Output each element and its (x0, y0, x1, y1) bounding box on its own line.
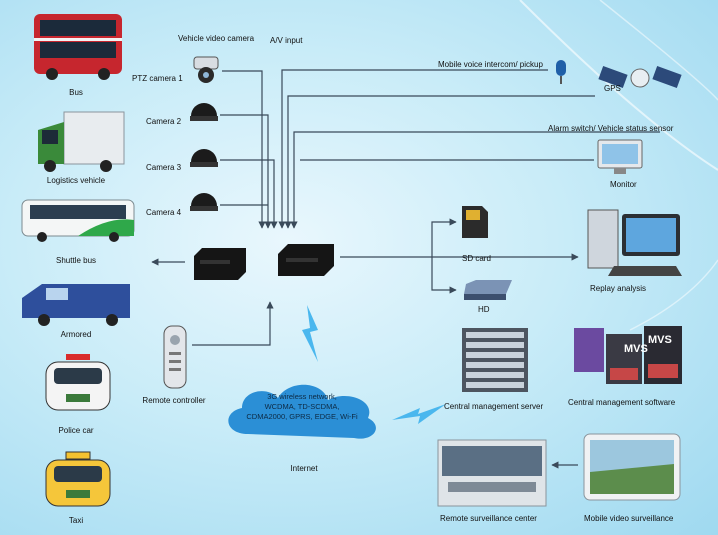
gps-label: GPS (604, 84, 621, 93)
hard-disk-icon (464, 280, 512, 300)
taxi-label: Taxi (68, 516, 84, 525)
dome-camera-4-icon (190, 193, 218, 211)
mobile-surveillance-label: Mobile video surveillance (584, 514, 674, 523)
monitor-label: Monitor (610, 180, 637, 189)
taxi-icon (45, 451, 111, 507)
vehicle-video-camera-label: Vehicle video camera (178, 34, 255, 43)
camera-3-label: Camera 3 (146, 163, 182, 172)
dome-camera-3-icon (190, 149, 218, 167)
sd-card-label: SD card (462, 254, 491, 263)
cloud-line-2: WCDMA, TD-SCDMA, (264, 402, 340, 411)
internet-label: Internet (290, 464, 318, 473)
police-label: Police car (58, 426, 94, 435)
software-boxes-icon (574, 326, 682, 384)
av-input-label: A/V input (270, 36, 303, 45)
police-car-icon (45, 354, 111, 411)
hd-label: HD (478, 305, 490, 314)
mvs-badge-front: MVS (648, 334, 672, 346)
remote-center-label: Remote surveillance center (440, 514, 537, 523)
armored-van-icon (22, 284, 130, 326)
camera-4-label: Camera 4 (146, 208, 182, 217)
workstation-icon (587, 209, 682, 276)
cloud-icon (228, 384, 376, 439)
cloud-line-3: CDMA2000, GPRS, EDGE, Wi-Fi (246, 412, 358, 421)
camera-2-label: Camera 2 (146, 117, 182, 126)
tablet-icon (583, 433, 681, 501)
armored-label: Armored (60, 330, 92, 339)
bus-label: Bus (69, 88, 83, 97)
replay-analysis-label: Replay analysis (590, 284, 647, 293)
logistics-label: Logistics vehicle (46, 176, 106, 185)
cloud-line-1: 3G wireless network, (267, 392, 337, 401)
shuttle-label: Shuttle bus (55, 256, 97, 265)
server-rack-icon (462, 328, 528, 392)
mvs-badge-back: MVS (624, 343, 648, 355)
remote-controller-icon (163, 325, 187, 389)
alarm-switch-label: Alarm switch/ Vehicle status sensor (548, 124, 674, 133)
ptz-camera-label: PTZ camera 1 (132, 74, 183, 83)
microphone-icon (556, 60, 566, 84)
cloud-network-text: 3G wireless network, WCDMA, TD-SCDMA, CD… (232, 392, 372, 422)
dome-camera-2-icon (190, 103, 218, 121)
mobile-dvr-left-icon (194, 248, 246, 280)
ptz-camera-icon (193, 56, 219, 83)
monitor-icon (597, 139, 643, 174)
gps-satellite-icon (598, 65, 682, 89)
voice-intercom-label: Mobile voice intercom/ pickup (438, 60, 543, 69)
shuttle-bus-icon (21, 199, 135, 242)
bus-icon (34, 14, 122, 80)
central-software-label: Central management software (568, 398, 676, 407)
truck-icon (38, 111, 125, 172)
mobile-dvr-main-icon (278, 244, 334, 276)
control-room-icon (437, 439, 547, 507)
central-server-label: Central management server (444, 402, 544, 411)
wireless-bolt-icon (302, 305, 446, 424)
sd-card-icon (462, 206, 488, 238)
remote-controller-label: Remote controller (142, 396, 206, 405)
